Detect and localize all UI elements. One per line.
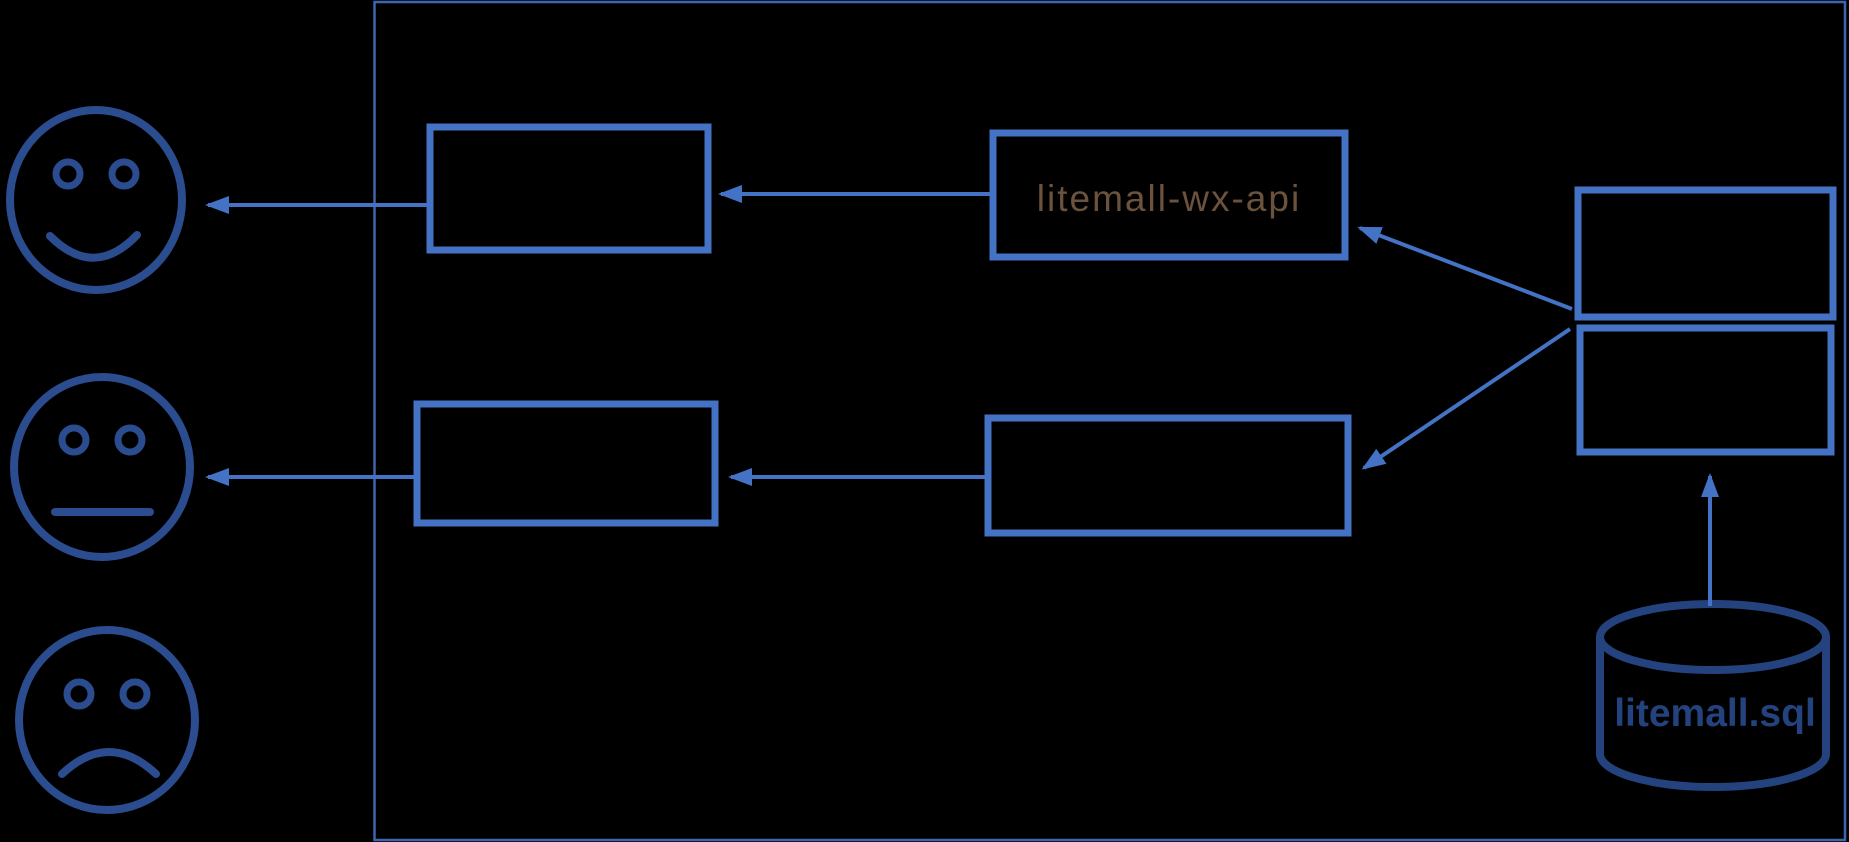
neutral-face-right-eye (114, 424, 146, 456)
sad-face-icon (15, 626, 199, 814)
database-top (1596, 600, 1830, 674)
database-cylinder-icon: litemall.sql (1596, 600, 1830, 791)
database-body (1596, 637, 1830, 791)
sad-face-left-eye (63, 678, 95, 710)
neutral-face-icon (10, 373, 194, 561)
right-stack-bottom-box (1576, 324, 1835, 456)
sad-face-mouth (58, 748, 160, 778)
sad-face-right-eye (119, 678, 151, 710)
happy-face-right-eye (108, 158, 140, 190)
happy-face-mouth (46, 231, 141, 262)
row1-left-box (426, 123, 712, 254)
sad-face-head (15, 626, 199, 814)
happy-face-left-eye (52, 158, 84, 190)
happy-face-head (6, 106, 186, 294)
wx-api-box-border (989, 129, 1349, 261)
arrow-stack-to-wxapi (1357, 226, 1573, 311)
neutral-face-head (10, 373, 194, 561)
container-frame (373, 0, 1847, 842)
neutral-face-left-eye (58, 424, 90, 456)
row2-left-box (413, 400, 719, 527)
right-stack-top-box (1574, 186, 1837, 321)
row2-middle-box (984, 414, 1352, 537)
happy-face-icon (6, 106, 186, 294)
database-label: litemall.sql (1614, 692, 1816, 735)
wx-api-label: litemall-wx-api (1037, 178, 1301, 219)
wx-api-box: litemall-wx-api (989, 129, 1349, 261)
arrow-stack-to-row2-middle (1361, 327, 1572, 470)
